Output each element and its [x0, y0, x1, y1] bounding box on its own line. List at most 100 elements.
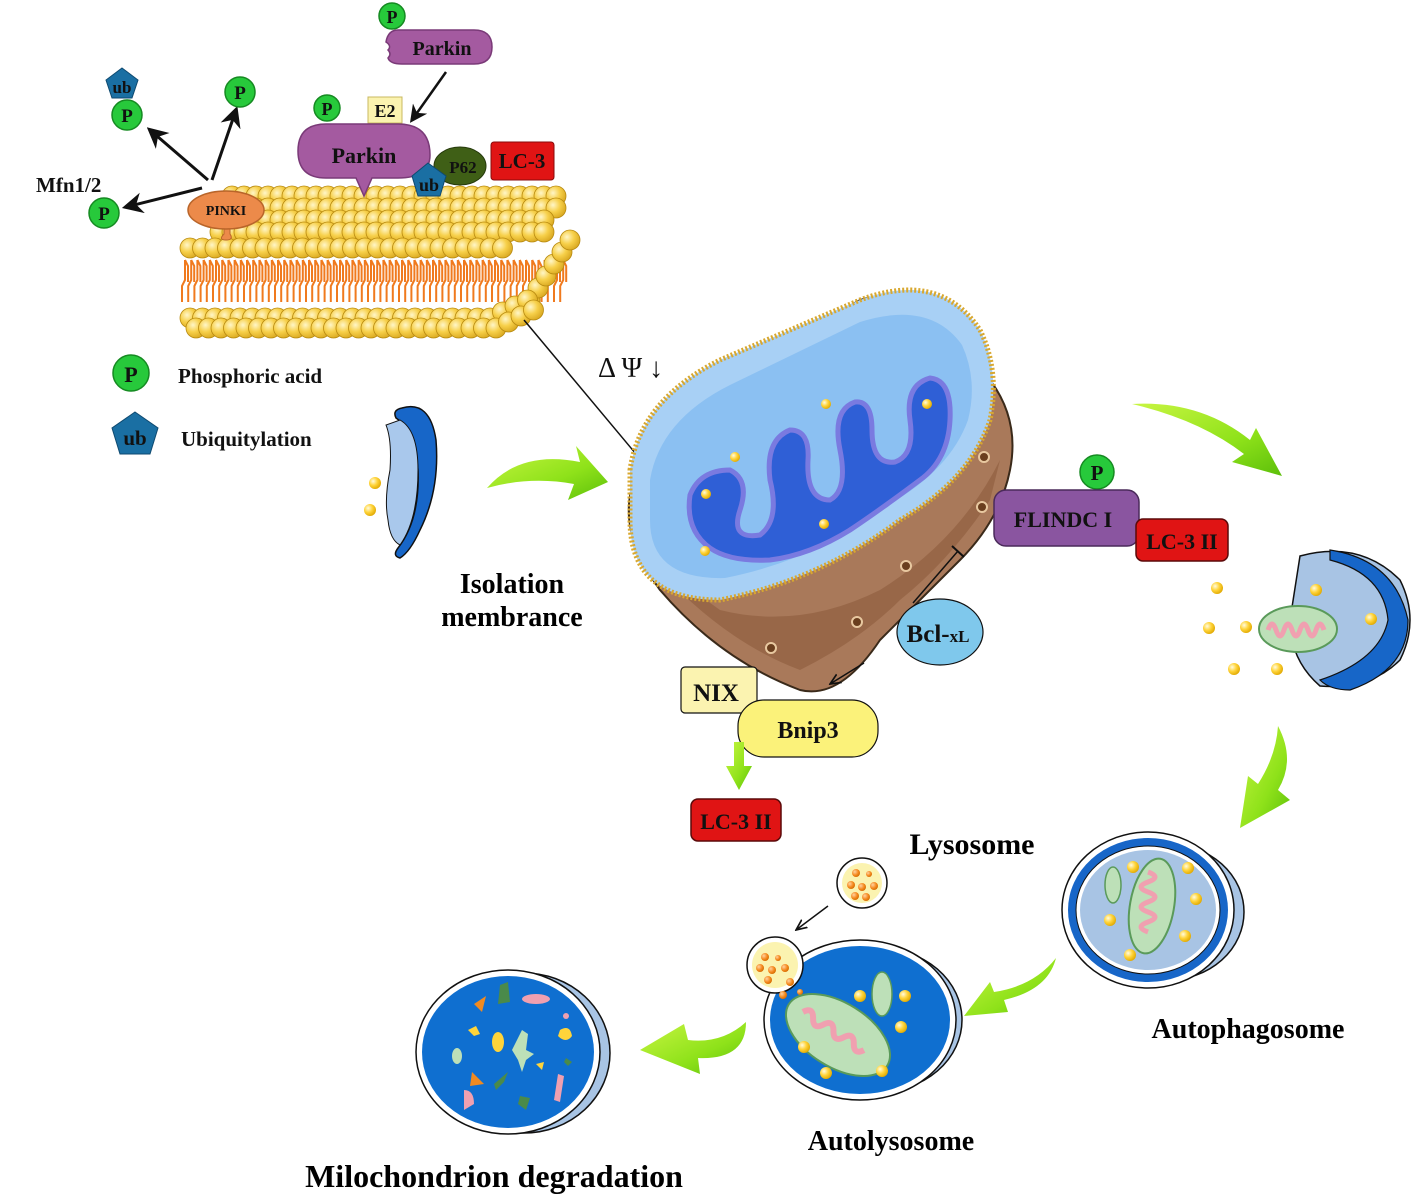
degraded-lysosome — [415, 969, 611, 1135]
lipid-tail — [236, 259, 245, 302]
svg-text:E2: E2 — [374, 101, 395, 121]
isolation-membrane — [364, 406, 438, 559]
degradation-label: Milochondrion degradation — [305, 1158, 683, 1194]
svg-text:ub: ub — [123, 426, 146, 450]
svg-text:P62: P62 — [449, 158, 476, 177]
lipid-tail — [385, 259, 394, 302]
lipid-tail — [329, 259, 338, 302]
lipid-tail — [224, 259, 233, 302]
lipid-tail — [193, 259, 202, 302]
arrow-to-ub-p — [146, 127, 209, 182]
lipid-tail — [398, 259, 406, 302]
svg-text:P: P — [121, 106, 133, 127]
lipid-tail — [484, 259, 493, 302]
legend-item-ub: ub Ubiquitylation — [111, 411, 312, 455]
lipid-tail — [441, 259, 450, 302]
lipid-tail — [472, 259, 481, 302]
damaged-mitochondrion — [627, 287, 1014, 693]
membrane-potential-label: Δ Ψ ↓ — [598, 353, 663, 384]
svg-text:Parkin: Parkin — [332, 143, 397, 168]
lipid-tail — [466, 259, 475, 302]
lipid-tail — [311, 259, 320, 302]
svg-text:P: P — [124, 362, 137, 387]
green-arrow-to-autophagosome — [1240, 726, 1290, 828]
lipid-head — [533, 221, 555, 243]
svg-text:LC-3 II: LC-3 II — [1146, 529, 1218, 554]
lipid-tail — [218, 259, 227, 302]
lipid-tail — [447, 259, 456, 302]
bclxl-inhibit-line — [912, 550, 959, 604]
lipid-tail — [274, 259, 282, 302]
green-arrow-to-degradation — [640, 1022, 746, 1074]
lysosome-fusion-arrow — [796, 905, 829, 930]
bclxl-protein: Bcl-xL — [896, 598, 984, 666]
lipid-head — [559, 229, 581, 251]
svg-text:LC-3: LC-3 — [499, 149, 546, 173]
lipid-tail — [404, 259, 413, 302]
arrow-parkin-recruit — [409, 71, 448, 123]
lipid-tail — [323, 259, 332, 302]
phospho-top: P — [224, 76, 256, 108]
lipid-tail — [298, 259, 307, 302]
lipid-head — [492, 237, 513, 259]
lipid-tail — [249, 259, 258, 302]
flindc1-complex: P FLINDC I LC-3 II — [993, 454, 1229, 562]
green-arrow-to-autolysosome — [964, 958, 1056, 1016]
lipid-tail — [360, 259, 369, 302]
lipid-tail — [342, 259, 351, 302]
lipid-tail — [435, 259, 444, 302]
lipid-tail — [422, 259, 431, 302]
svg-text:P: P — [322, 99, 333, 119]
lipid-tail — [460, 259, 468, 302]
svg-text:P: P — [387, 7, 398, 27]
arrow-to-p — [210, 106, 241, 181]
lipid-tail — [317, 259, 326, 302]
lipid-tail — [187, 259, 196, 302]
lipid-tail — [503, 259, 512, 302]
lipid-tail — [515, 259, 524, 302]
parkin-cytosolic: P Parkin — [378, 2, 493, 65]
pink1-arrows — [121, 71, 448, 214]
lipid-tail — [391, 259, 400, 302]
lipid-tail — [336, 259, 344, 302]
svg-text:Bcl-xL: Bcl-xL — [907, 621, 970, 648]
bclxl-to-bnip3-arrow — [830, 662, 865, 684]
autolysosome — [746, 936, 963, 1101]
lipid-tail — [491, 259, 499, 302]
pink1-label: PINKI — [206, 204, 246, 219]
svg-text:P: P — [98, 204, 110, 225]
lysosome-label: Lysosome — [909, 828, 1034, 861]
lipid-tail — [497, 259, 506, 302]
svg-text:ub: ub — [419, 175, 439, 195]
lipid-tail — [305, 259, 313, 302]
isolation-membrane-label-1: Isolation — [460, 569, 565, 600]
lipid-tail — [267, 259, 276, 302]
autophagosome-label: Autophagosome — [1152, 1014, 1345, 1045]
parkin-membrane: P E2 Parkin — [297, 94, 431, 198]
lipid-tail — [205, 259, 214, 302]
svg-text:LC-3 II: LC-3 II — [700, 809, 772, 834]
ub-phospho-pair: ub P — [105, 67, 143, 131]
lipid-tail — [509, 259, 518, 302]
autophagosome — [1061, 831, 1245, 989]
green-arrow-to-engulfment — [1132, 403, 1282, 476]
pink1-protein: PINKI — [187, 190, 265, 241]
lipid-tail — [453, 259, 462, 302]
svg-text:P: P — [234, 83, 246, 104]
lipid-tail — [261, 259, 270, 302]
isolation-membrane-label-2: membrance — [441, 602, 583, 633]
svg-text:FLINDC I: FLINDC I — [1014, 507, 1112, 532]
lipid-tail — [212, 259, 220, 302]
lipid-tail — [280, 259, 289, 302]
autolysosome-label: Autolysosome — [808, 1126, 974, 1157]
svg-text:Parkin: Parkin — [413, 38, 472, 60]
lipid-tail — [410, 259, 419, 302]
lipid-tail — [230, 259, 239, 302]
inhibit-bar — [951, 545, 965, 558]
nix-bnip3-complex: NIX Bnip3 — [680, 666, 879, 758]
svg-text:Bnip3: Bnip3 — [777, 718, 838, 744]
lipid-tail — [348, 259, 357, 302]
lipid-tail — [243, 259, 251, 302]
lipid-tail — [416, 259, 425, 302]
